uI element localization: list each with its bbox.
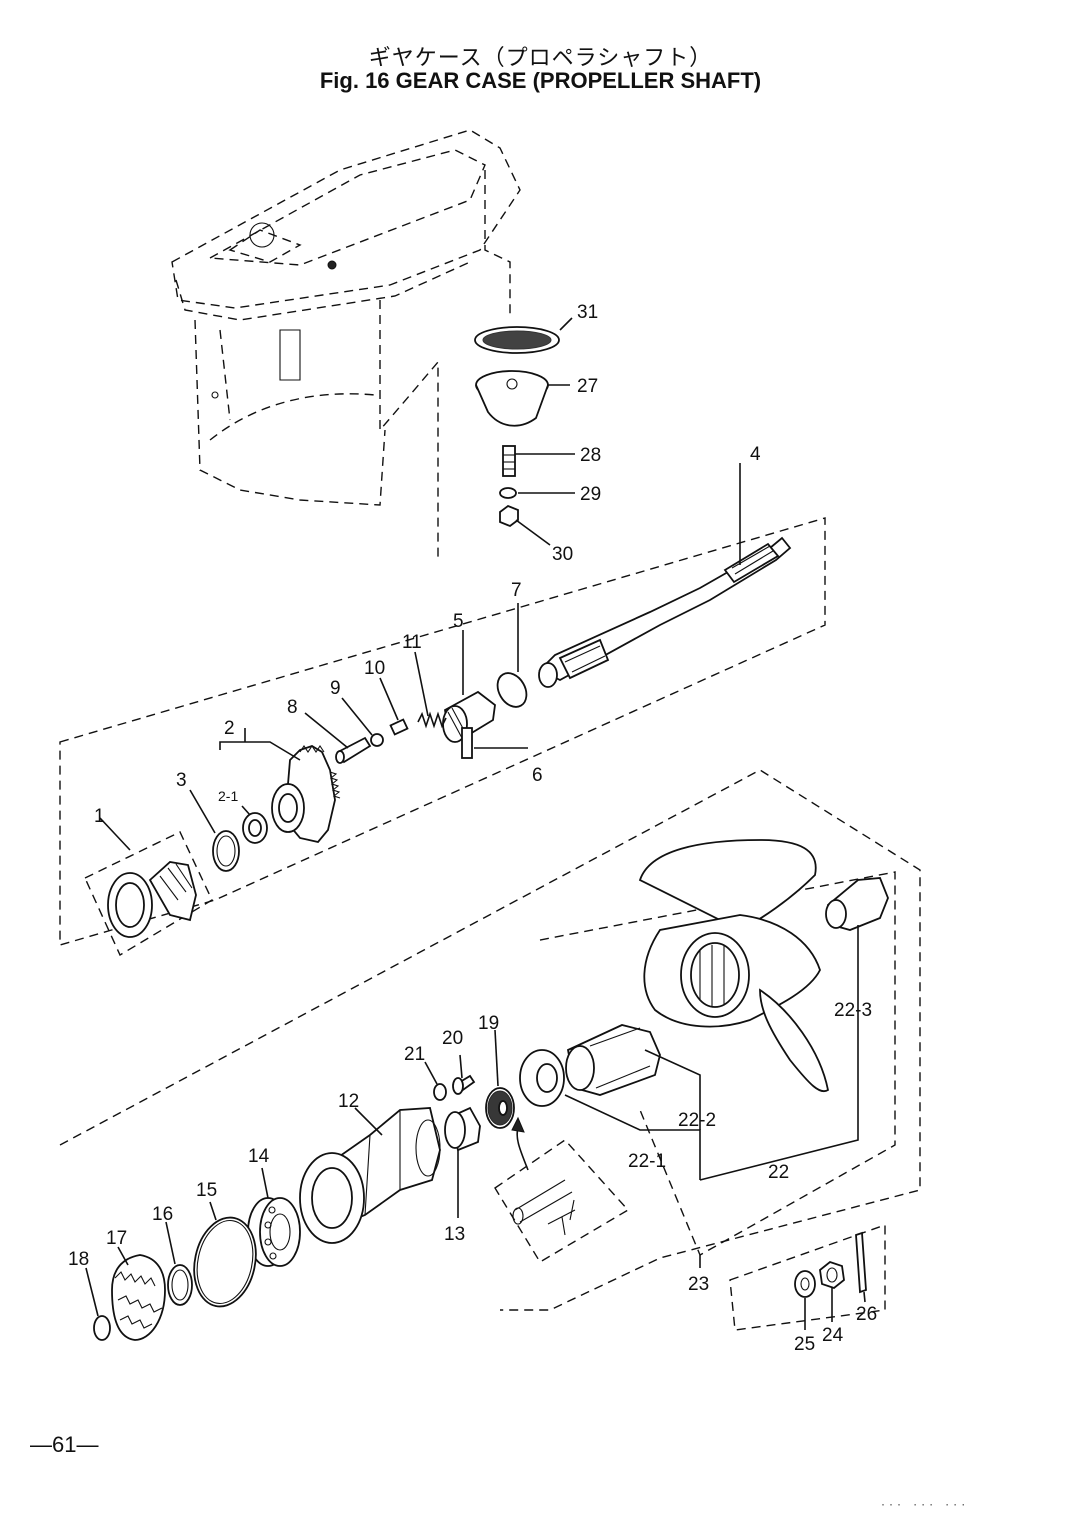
prop-nut-24 <box>819 1260 845 1322</box>
callout-7: 7 <box>511 580 522 601</box>
callout-17: 17 <box>106 1228 127 1249</box>
ball-9 <box>341 697 384 747</box>
cross-pin-6 <box>461 727 528 759</box>
cotter-pin-26 <box>855 1231 867 1303</box>
clutch-5 <box>442 630 496 743</box>
propeller-22 <box>638 839 830 1093</box>
hardware-kit-23-outline <box>729 1224 886 1331</box>
callout-22-1: 22-1 <box>628 1151 666 1172</box>
callout-3: 3 <box>176 770 187 791</box>
callout-26: 26 <box>856 1304 877 1325</box>
bearing-kit-1-outline <box>84 831 213 957</box>
callout-14: 14 <box>248 1146 270 1167</box>
callout-22-2: 22-2 <box>678 1110 716 1131</box>
housing-to-anode-leader <box>484 170 511 318</box>
callout-30: 30 <box>552 544 573 565</box>
bolt-28 <box>502 445 575 477</box>
spring-11 <box>414 651 447 729</box>
callout-9: 9 <box>330 678 341 699</box>
footer-marks: ··· ··· ··· <box>880 1500 969 1511</box>
washer-29 <box>499 487 575 499</box>
reverse-gear-17 <box>111 1246 166 1341</box>
callout-6: 6 <box>532 765 543 786</box>
washer-25 <box>794 1270 816 1330</box>
bushing-22-2 <box>565 1024 661 1096</box>
tapered-bearing-1 <box>99 817 197 938</box>
page-number: —61— <box>30 1432 99 1457</box>
callout-12: 12 <box>338 1091 359 1112</box>
needle-bearing-13 <box>444 1106 481 1218</box>
spacer-22-3 <box>825 877 889 1110</box>
callout-8: 8 <box>287 697 298 718</box>
plunger-8 <box>304 712 372 764</box>
shim-18 <box>85 1267 111 1341</box>
ring-7 <box>496 603 528 708</box>
gear-case-housing <box>171 129 521 560</box>
callout-2: 2 <box>224 718 235 739</box>
callout-10: 10 <box>364 658 385 679</box>
callout-27: 27 <box>577 376 598 397</box>
callout-23: 23 <box>688 1274 709 1295</box>
shifter-10 <box>379 677 409 736</box>
seal-detail-sketch <box>512 1179 576 1236</box>
callout-4: 4 <box>750 444 761 465</box>
washer-21 <box>424 1061 447 1101</box>
callout-18: 18 <box>68 1249 89 1270</box>
figure-title: Fig. 16 GEAR CASE (PROPELLER SHAFT) <box>319 68 762 93</box>
callout-21: 21 <box>404 1044 425 1065</box>
callout-13: 13 <box>444 1224 465 1245</box>
oil-seal-19 <box>485 1029 515 1129</box>
nut-30 <box>499 504 551 546</box>
leader-22 <box>699 1110 859 1181</box>
leader-22-2 <box>644 1049 701 1130</box>
callout-16: 16 <box>152 1204 173 1225</box>
detail-arrow <box>516 1127 529 1171</box>
callout-31: 31 <box>577 302 598 323</box>
o-ring-15 <box>193 1201 257 1308</box>
callout-5: 5 <box>453 611 464 632</box>
anode-plate-31 <box>474 317 573 354</box>
needle-bearing-2-1 <box>241 805 268 844</box>
bolt-20 <box>452 1054 476 1095</box>
callout-28: 28 <box>580 445 601 466</box>
callout-22-3: 22-3 <box>834 1000 872 1021</box>
detail-arrowhead <box>511 1116 525 1133</box>
leader-22-1 <box>564 1094 701 1180</box>
callout-29: 29 <box>580 484 601 505</box>
callout-25: 25 <box>794 1334 815 1355</box>
thrust-washer-22-1 <box>519 1049 565 1107</box>
callout-24: 24 <box>822 1325 844 1346</box>
figure-title-japanese: ギヤケース（プロペラシャフト） <box>368 46 713 71</box>
callout-1: 1 <box>94 806 105 827</box>
callout-2-1: 2-1 <box>218 788 238 804</box>
bearing-housing-12 <box>299 1107 441 1244</box>
ball-bearing-14 <box>247 1167 301 1267</box>
propeller-shaft-4 <box>538 463 792 688</box>
bracket-2 <box>219 741 301 761</box>
callout-19: 19 <box>478 1013 499 1034</box>
trim-tab-anode-27 <box>475 370 570 427</box>
callout-22: 22 <box>768 1162 789 1183</box>
shim-3 <box>189 789 240 872</box>
propeller-shaft-group-outline <box>59 517 826 946</box>
seal-detail-box <box>494 1139 630 1263</box>
shim-16 <box>165 1221 193 1306</box>
callout-20: 20 <box>442 1028 463 1049</box>
forward-gear-2 <box>271 745 341 843</box>
callout-15: 15 <box>196 1180 217 1201</box>
callout-11: 11 <box>402 632 422 653</box>
